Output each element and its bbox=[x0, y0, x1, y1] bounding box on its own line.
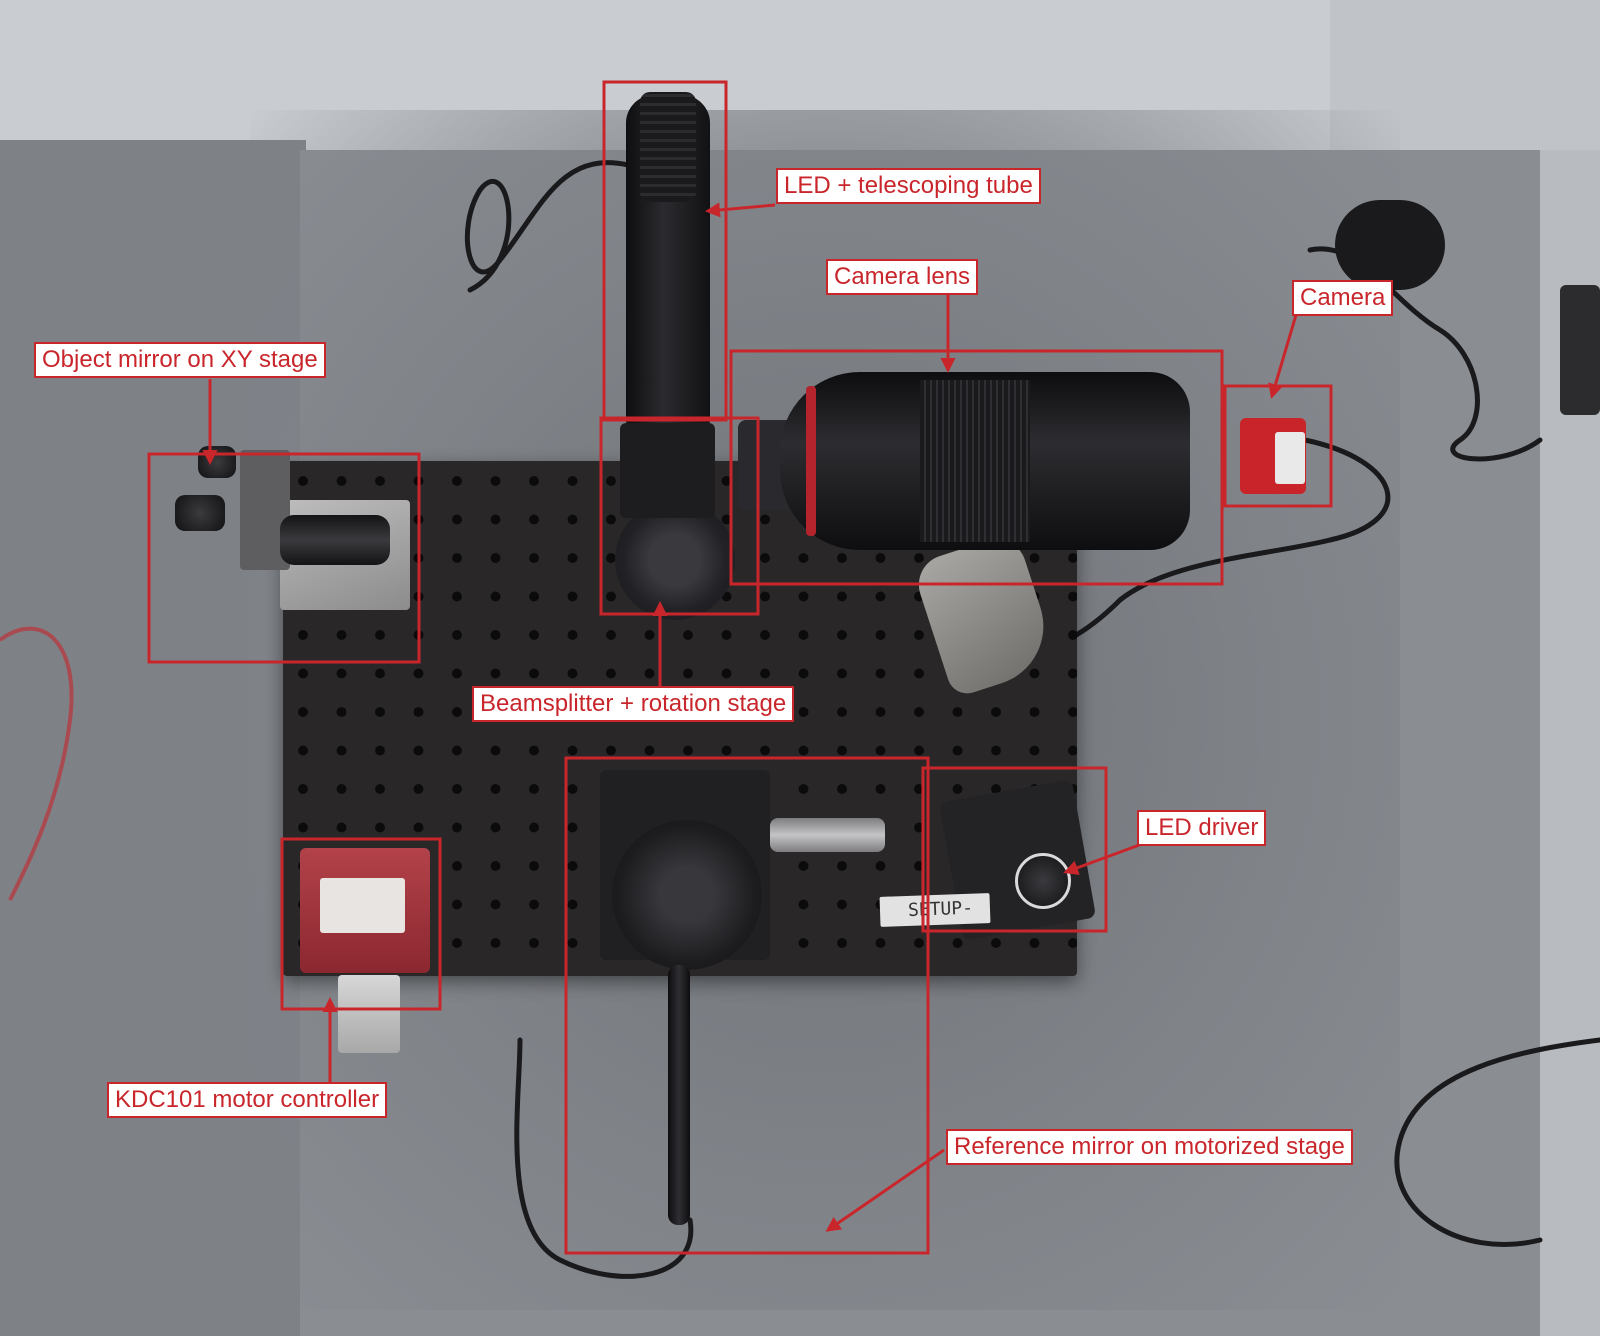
label-reference-mirror: Reference mirror on motorized stage bbox=[946, 1129, 1353, 1165]
led-heatsink bbox=[640, 92, 696, 202]
setup-tag: SETUP- bbox=[879, 893, 991, 927]
stage-rotation-mount bbox=[612, 820, 762, 970]
camera-back-plate bbox=[1275, 432, 1305, 484]
label-beamsplitter: Beamsplitter + rotation stage bbox=[472, 686, 795, 722]
motor-actuator bbox=[668, 965, 690, 1225]
right-device bbox=[1560, 285, 1600, 415]
label-object-mirror: Object mirror on XY stage bbox=[34, 342, 326, 378]
label-led-driver: LED driver bbox=[1137, 810, 1267, 846]
label-camera: Camera bbox=[1292, 280, 1394, 316]
adjust-knob bbox=[198, 446, 236, 478]
mirror-barrel bbox=[280, 515, 390, 565]
kdc101-label-panel bbox=[320, 878, 405, 933]
lens-focus-ring bbox=[920, 380, 1030, 542]
adjust-knob bbox=[175, 495, 225, 531]
lens-red-ring bbox=[806, 386, 816, 536]
label-kdc101: KDC101 motor controller bbox=[107, 1082, 388, 1118]
kdc101-connector bbox=[338, 975, 400, 1053]
beamsplitter-cube bbox=[620, 423, 715, 518]
label-camera-lens: Camera lens bbox=[826, 259, 979, 295]
label-led-tube: LED + telescoping tube bbox=[776, 168, 1041, 204]
led-driver-knob bbox=[1015, 853, 1071, 909]
lens-cap bbox=[1335, 200, 1445, 290]
micrometer bbox=[770, 818, 885, 852]
rotation-stage bbox=[615, 500, 735, 620]
